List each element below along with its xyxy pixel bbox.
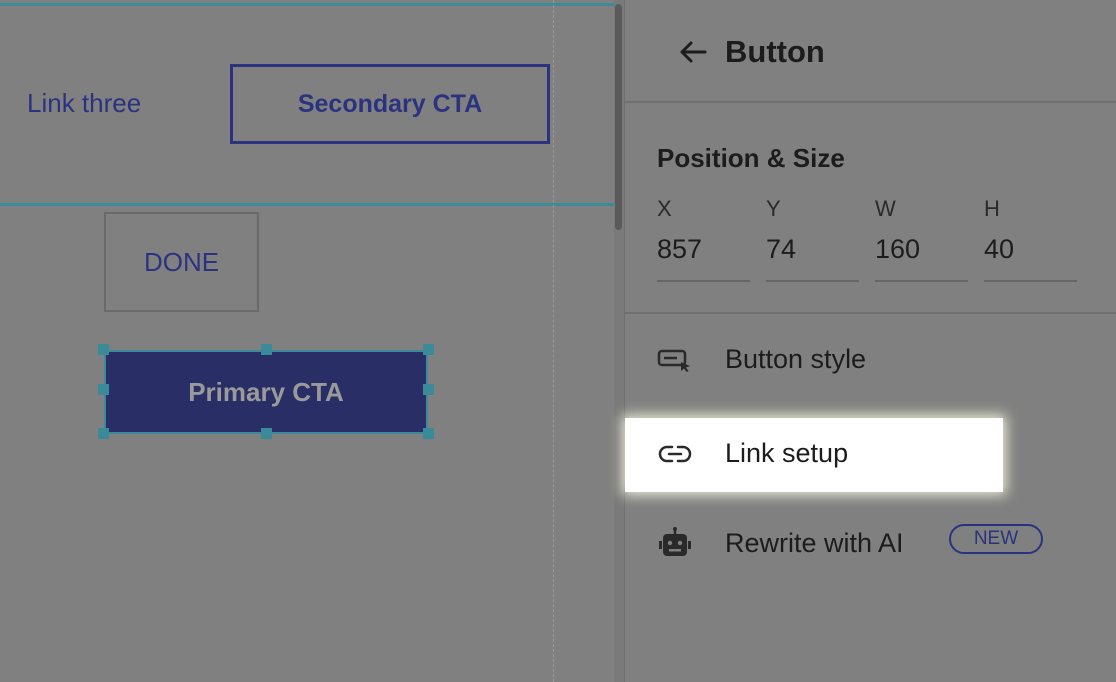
section-divider [625,312,1116,314]
resize-handle-right[interactable] [423,384,434,395]
x-value[interactable]: 857 [657,234,703,264]
rewrite-ai-label: Rewrite with AI [725,528,904,558]
width-underline [875,280,968,282]
new-badge: NEW [949,524,1043,554]
menu-item-button-style[interactable]: Button style [625,324,1003,398]
y-label: Y [766,196,781,221]
x-label: X [657,196,672,221]
height-value[interactable]: 40 [984,234,1015,264]
height-field[interactable]: H 40 [984,196,1077,282]
layout-guide-line [553,0,554,682]
x-field[interactable]: X 857 [657,196,750,282]
resize-handle-bottom[interactable] [261,428,272,439]
nav-link-three[interactable]: Link three [27,88,142,118]
panel-title: Button [725,34,825,69]
resize-handle-bottom-right[interactable] [423,428,434,439]
done-button[interactable]: DONE [104,212,259,312]
link-setup-label: Link setup [725,438,849,468]
secondary-cta-button[interactable]: Secondary CTA [230,64,550,144]
resize-handle-top-right[interactable] [423,344,434,355]
menu-item-rewrite-ai[interactable]: Rewrite with AI [625,508,1003,582]
resize-handle-top[interactable] [261,344,272,355]
height-underline [984,280,1077,282]
resize-handle-top-left[interactable] [98,344,109,355]
menu-item-link-setup[interactable]: Link setup [625,418,1003,492]
resize-handle-bottom-left[interactable] [98,428,109,439]
button-style-icon [657,349,690,372]
width-label: W [875,196,896,221]
link-icon [658,445,692,463]
selected-element[interactable]: Primary CTA [98,344,434,439]
robot-icon [659,527,691,556]
primary-cta-button[interactable]: Primary CTA [104,350,428,434]
width-field[interactable]: W 160 [875,196,968,282]
button-style-label: Button style [725,344,867,374]
x-underline [657,280,750,282]
y-field[interactable]: Y 74 [766,196,859,282]
y-underline [766,280,859,282]
scrollbar-thumb[interactable] [615,4,622,230]
properties-panel: Button Position & Size X 857 Y 74 W 160 … [624,0,1116,682]
canvas-scrollbar[interactable] [614,0,624,682]
position-size-heading: Position & Size [657,143,845,173]
height-label: H [984,196,1000,221]
design-canvas[interactable]: Link three Secondary CTA DONE Primary CT… [0,0,624,682]
panel-header: Button [625,0,1116,103]
header-section[interactable] [0,3,614,206]
arrow-left-icon[interactable] [675,34,711,70]
width-value[interactable]: 160 [875,234,921,264]
resize-handle-left[interactable] [98,384,109,395]
y-value[interactable]: 74 [766,234,797,264]
